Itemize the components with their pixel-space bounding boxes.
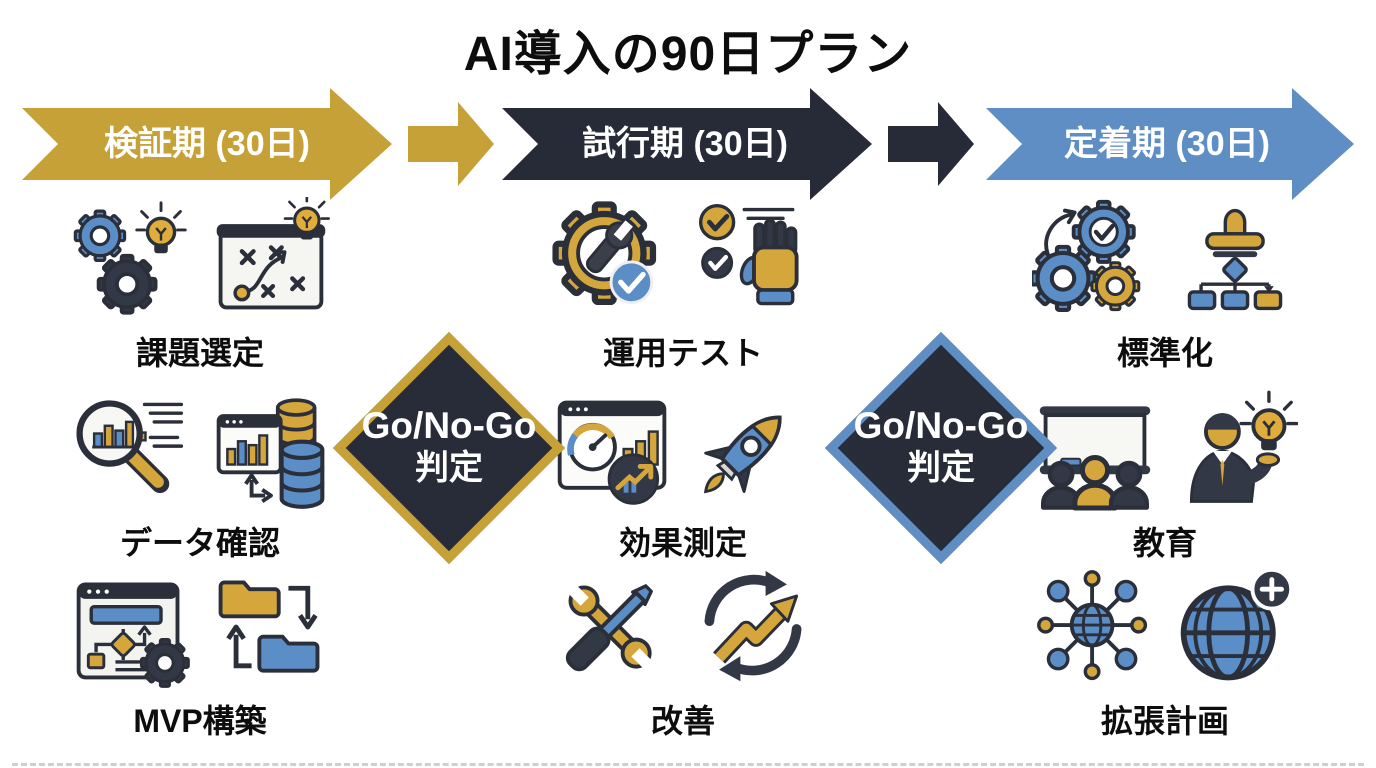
cycle-growth-icon <box>704 570 802 682</box>
phase3-arrow <box>986 88 1354 200</box>
rocket-icon <box>703 415 782 494</box>
phase3-label: 定着期 (30日) <box>1064 125 1270 163</box>
page-title: AI導入の90日プラン <box>463 28 913 81</box>
presenter-lightbulb-icon <box>1189 390 1298 503</box>
item-improvement: 改善 <box>503 562 863 742</box>
strategy-board-icon <box>216 197 331 310</box>
wrench-screwdriver-icon <box>565 584 653 672</box>
item-education: 教育 <box>985 384 1345 564</box>
gears-lightbulb-icon <box>73 201 187 315</box>
item-label: 運用テスト <box>602 335 763 371</box>
database-window-icon <box>216 398 333 513</box>
phase1-label: 検証期 (30日) <box>104 125 310 163</box>
item-label: 改善 <box>650 703 715 739</box>
gate-line2: 判定 <box>415 448 483 487</box>
phase2-arrow <box>502 88 872 200</box>
gate-label-2: Go/No-Go 判定 <box>831 404 1051 488</box>
phase-arrow-band <box>22 88 1354 200</box>
item-label: 効果測定 <box>618 525 747 561</box>
gears-check-icon <box>1032 199 1141 323</box>
gear-wrench-check-icon <box>550 197 676 323</box>
connector-arrow-1 <box>408 102 494 186</box>
gate-label-1: Go/No-Go 判定 <box>339 404 559 488</box>
item-issue-selection: 課題選定 <box>20 194 380 374</box>
item-mvp-build: MVP構築 <box>20 562 380 742</box>
magnifier-chart-icon <box>76 400 184 494</box>
item-label: 拡張計画 <box>1100 703 1229 739</box>
gate-line1: Go/No-Go <box>853 405 1029 446</box>
item-label: データ確認 <box>119 525 280 561</box>
globe-plus-icon <box>1180 567 1294 681</box>
flowchart-window-icon <box>76 582 190 688</box>
dashboard-gauge-icon <box>557 400 667 505</box>
folders-sync-icon <box>218 580 320 673</box>
item-label: 課題選定 <box>135 335 264 371</box>
network-globe-icon <box>1037 570 1148 681</box>
item-expansion-plan: 拡張計画 <box>985 562 1345 742</box>
item-label: 標準化 <box>1116 335 1213 371</box>
item-effect-measurement: 効果測定 <box>503 384 863 564</box>
item-operation-test: 運用テスト <box>503 194 863 374</box>
bottom-dashed-divider <box>12 763 1364 766</box>
stamp-flowchart-icon <box>1187 208 1283 311</box>
item-label: 教育 <box>1132 525 1197 561</box>
gate-line2: 判定 <box>907 448 975 487</box>
item-standardization: 標準化 <box>985 194 1345 374</box>
gate-line1: Go/No-Go <box>361 405 537 446</box>
whiteboard-audience-icon <box>1039 406 1151 513</box>
phase2-label: 試行期 (30日) <box>582 125 788 163</box>
phase1-arrow <box>22 88 392 200</box>
checklist-hand-icon <box>698 204 799 306</box>
connector-arrow-2 <box>888 102 974 186</box>
item-label: MVP構築 <box>133 703 267 739</box>
item-data-check: データ確認 <box>20 384 380 564</box>
